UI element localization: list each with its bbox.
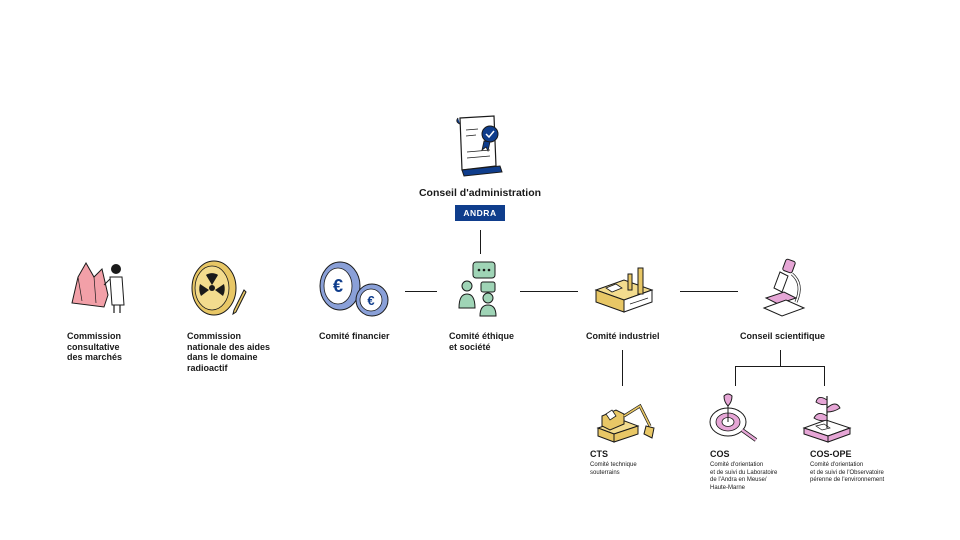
euro-coins-icon: € € xyxy=(316,260,392,320)
plant-icon xyxy=(800,390,854,446)
svg-text:€: € xyxy=(367,293,374,308)
committee-label-financier: Comité financier xyxy=(319,331,390,341)
subcommittee-label-cos-ope: COS-OPE xyxy=(810,449,852,459)
scientist-chart-icon xyxy=(68,255,132,315)
committee-label-scientifique: Conseil scientifique xyxy=(740,331,826,341)
subcommittee-desc-cos-ope: Comité d'orientation et de suivi de l'Ob… xyxy=(810,462,885,483)
committee-label-aides: Commission nationale des aides dans le d… xyxy=(187,331,271,373)
people-chat-icon xyxy=(455,258,505,318)
connector-branch-cos xyxy=(735,366,737,386)
connector-industriel-cts xyxy=(622,350,624,386)
board-title: Conseil d'administration xyxy=(418,187,542,199)
radioactive-coin-icon xyxy=(188,258,254,320)
subcommittee-label-cos: COS xyxy=(710,449,730,459)
factory-icon xyxy=(592,262,656,318)
subcommittee-desc-cos: Comité d'orientation et de suivi du Labo… xyxy=(710,462,778,491)
connector-branch-cos-ope xyxy=(824,366,826,386)
subcommittee-label-cts: CTS xyxy=(590,449,608,459)
microscope-icon xyxy=(758,258,808,318)
connector-scientifique-stem xyxy=(780,350,782,366)
subcommittee-desc-cts: Comité technique souterrains xyxy=(590,462,637,476)
connector-industriel-scientifique xyxy=(680,291,738,293)
certificate-icon xyxy=(452,112,508,182)
excavator-icon xyxy=(592,398,658,448)
connector-scientifique-branch xyxy=(735,366,825,368)
magnifier-icon xyxy=(706,392,762,446)
committee-label-ethique: Comité éthique et société xyxy=(449,331,515,352)
andra-badge: ANDRA xyxy=(455,205,505,221)
connector-board-to-ethics xyxy=(480,230,482,254)
connector-financier-ethics xyxy=(405,291,437,293)
connector-ethics-industriel xyxy=(520,291,578,293)
svg-text:€: € xyxy=(333,276,343,296)
committee-label-industriel: Comité industriel xyxy=(586,331,660,341)
committee-label-marches: Commission consultative des marchés xyxy=(67,331,123,362)
